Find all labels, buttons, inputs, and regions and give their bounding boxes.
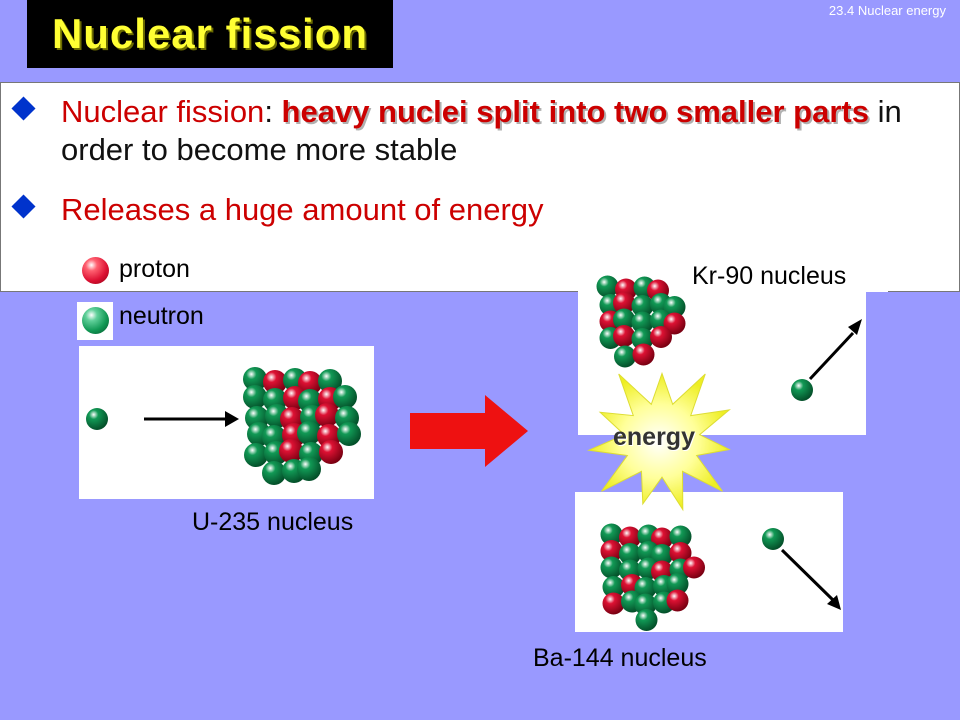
proton-ball	[632, 343, 655, 366]
neutron-ball	[600, 556, 623, 579]
proton-ball	[613, 325, 635, 347]
neutron-ball	[333, 385, 357, 409]
ba144-neutron-arrow-shaft	[780, 548, 835, 602]
kr90-nucleus-svg	[596, 275, 686, 368]
ba144-nucleus-cluster	[600, 523, 705, 631]
neutron-ball	[337, 422, 361, 446]
kr90-neutron-arrow-head	[848, 319, 862, 335]
ba144-panel	[575, 492, 843, 632]
proton-ball	[315, 403, 339, 427]
proton-ball	[600, 540, 623, 562]
kr90-nucleus-cluster	[596, 275, 686, 368]
proton-ball	[683, 556, 705, 579]
neutron-ball	[297, 457, 321, 481]
proton-ball	[663, 312, 686, 335]
neutron-ball	[318, 369, 342, 393]
proton-ball	[613, 292, 635, 314]
fission-definition: heavy nuclei split into two smaller part…	[281, 94, 869, 129]
proton-ball	[279, 439, 303, 463]
neutron-ball	[634, 577, 657, 599]
neutron-ball	[791, 379, 813, 401]
neutron-ball	[631, 295, 654, 317]
proton-ball	[666, 589, 689, 612]
incoming-arrow-head	[225, 411, 239, 427]
term-nuclear-fission: Nuclear fission	[61, 94, 265, 129]
proton-legend-label: proton	[119, 255, 190, 283]
kr90-diagram	[808, 319, 862, 381]
neutron-ball	[86, 408, 108, 430]
neutron-ball	[244, 443, 268, 467]
neutron-ball	[631, 311, 654, 334]
kr90-neutron-svg	[791, 379, 813, 401]
ba144-caption: Ba-144 nucleus	[533, 644, 707, 672]
proton-ball	[650, 326, 672, 348]
neutron-ball	[243, 367, 267, 391]
neutron-ball	[243, 385, 267, 409]
diamond-bullet-icon	[11, 194, 36, 219]
diamond-bullet-icon	[11, 96, 36, 121]
u235-caption: U-235 nucleus	[192, 508, 354, 536]
title-box: Nuclear fission	[27, 0, 393, 68]
fission-definition-rest: in order to become more stable	[61, 94, 902, 167]
energy-label: energy	[613, 423, 695, 451]
neutron-ball	[762, 528, 784, 550]
proton-legend-icon	[82, 257, 109, 284]
energy-burst-icon	[586, 371, 731, 512]
reaction-arrow-icon	[410, 395, 528, 467]
kr90-emitted-neutron	[791, 379, 813, 401]
kr90-caption: Kr-90 nucleus	[692, 262, 847, 290]
bullet-box: Nuclear fission: heavy nuclei split into…	[0, 82, 960, 292]
page-title: Nuclear fission	[51, 10, 369, 57]
neutron-ball	[669, 525, 692, 548]
bullet-fission-definition: Nuclear fission: heavy nuclei split into…	[11, 93, 915, 169]
energy-release-text: Releases a huge amount of energy	[61, 192, 544, 227]
kr90-neutron-arrow-shaft	[808, 331, 855, 381]
ba144-emitted-neutron	[762, 528, 784, 550]
bullet-energy-release: Releases a huge amount of energy	[11, 191, 915, 229]
u235-nucleus-cluster	[243, 367, 361, 485]
neutron-ball	[602, 576, 625, 598]
u235-panel	[79, 346, 374, 499]
term-colon: :	[264, 94, 282, 129]
neutron-ball	[619, 543, 641, 565]
u235-diagram	[86, 367, 361, 485]
proton-ball	[651, 527, 673, 550]
neutron-ball	[663, 296, 686, 318]
neutron-ball	[262, 461, 286, 485]
proton-ball	[669, 542, 692, 564]
neutron-ball	[613, 308, 635, 331]
neutron-legend-label: neutron	[119, 302, 204, 330]
neutron-ball	[297, 421, 321, 445]
proton-ball	[619, 526, 641, 549]
kr90-caption-backdrop	[688, 258, 888, 292]
neutron-ball	[600, 523, 623, 546]
proton-ball	[319, 440, 343, 464]
section-reference: 23.4 Nuclear energy	[828, 3, 946, 18]
neutron-ball	[651, 544, 673, 566]
ba144-diagram	[600, 523, 841, 631]
neutron-ball	[666, 573, 689, 595]
neutron-ball	[596, 275, 619, 298]
proton-ball	[298, 371, 322, 395]
ba144-neutron-arrow-head	[827, 595, 841, 610]
proton-ball	[263, 370, 287, 394]
proton-ball	[602, 592, 625, 615]
neutron-ball	[614, 345, 636, 368]
incoming-neutron	[86, 408, 108, 430]
neutron-ball	[635, 609, 658, 631]
neutron-legend-icon	[82, 307, 109, 334]
